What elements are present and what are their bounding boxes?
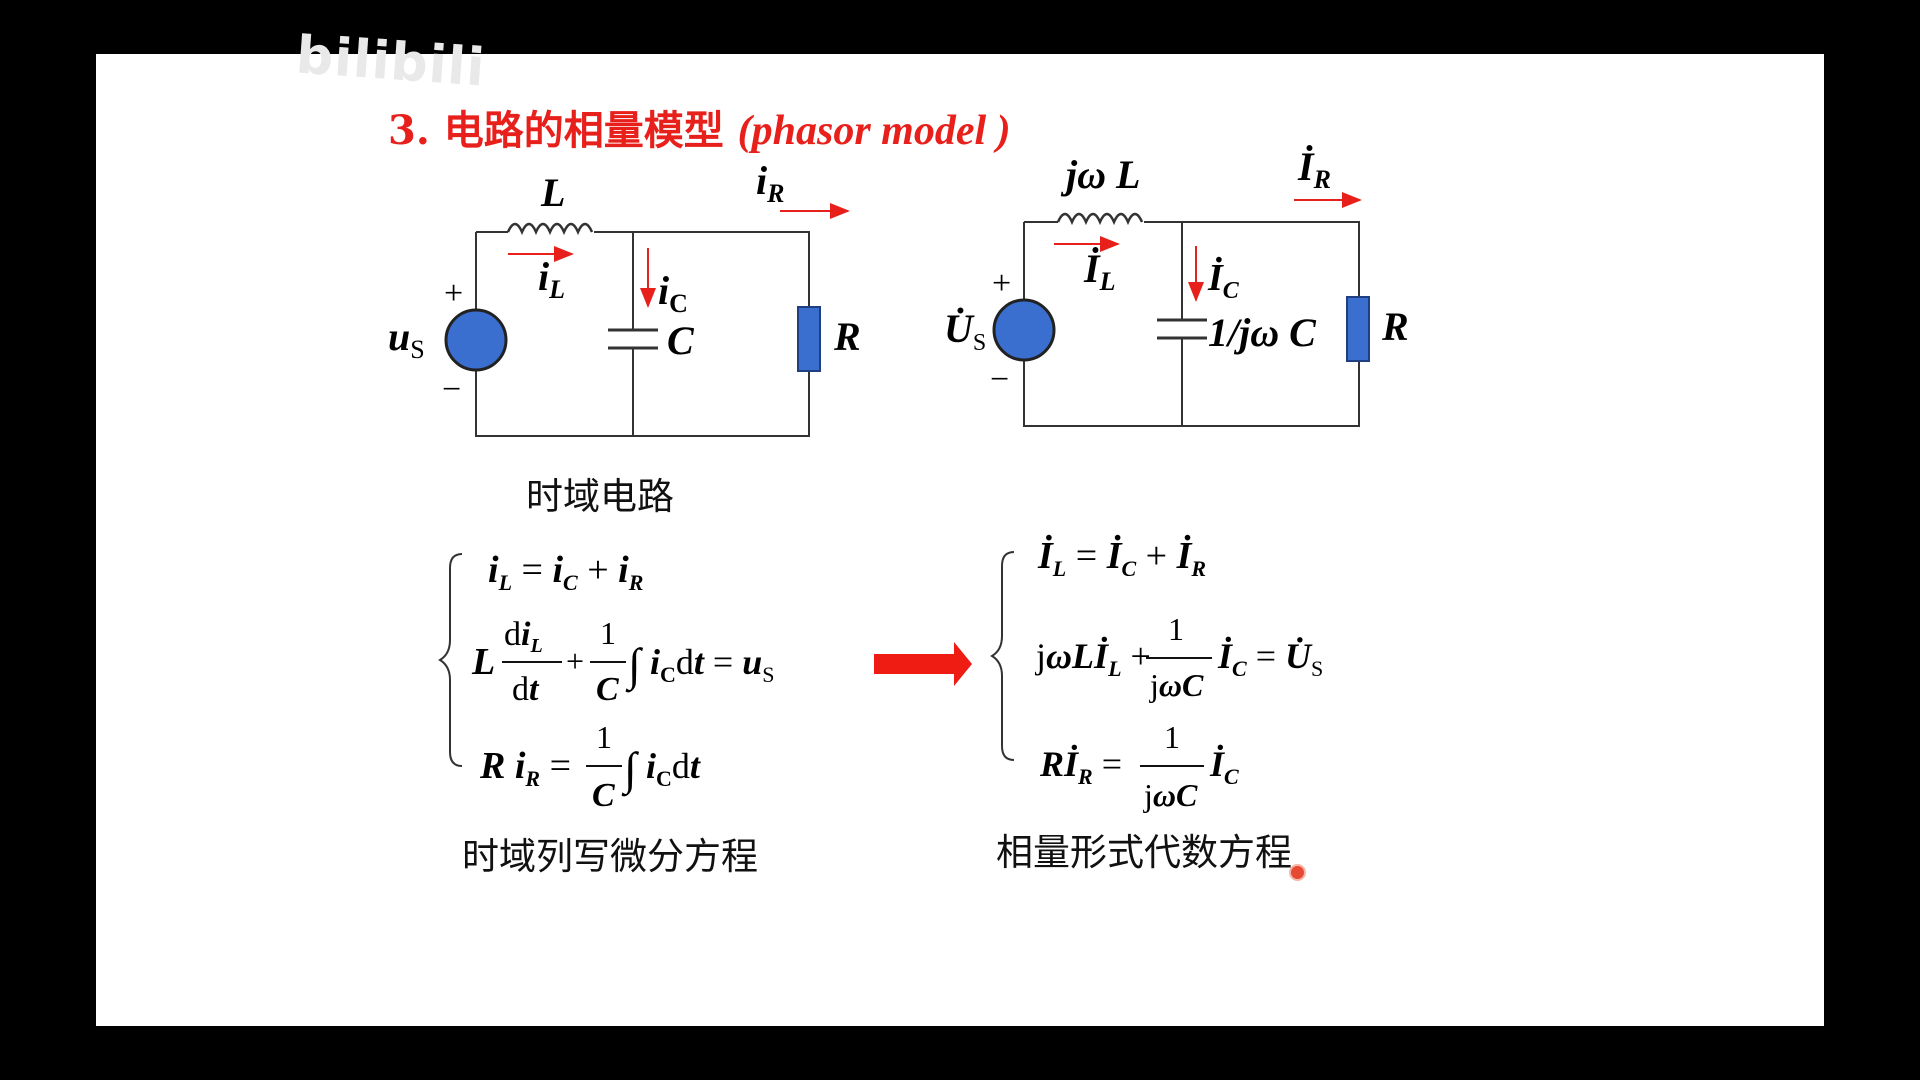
- right-minus-sign: −: [990, 361, 1009, 398]
- left-eq1: iL = iC + iR: [488, 549, 643, 595]
- left-source-label: uS: [388, 314, 425, 364]
- left-iC-label: iC: [658, 268, 688, 318]
- left-plus-sign: +: [444, 275, 463, 312]
- svg-text:1: 1: [1164, 719, 1180, 755]
- right-eq3: RİR =: [1039, 744, 1122, 789]
- svg-text:iCdt: iCdt: [646, 746, 701, 791]
- right-eq1: İL = İC + İR: [1037, 535, 1206, 581]
- title-number: 3.: [388, 107, 430, 154]
- time-domain-caption: 时域电路: [526, 475, 674, 518]
- svg-text:∫: ∫: [621, 743, 639, 797]
- phasor-equations: İL = İC + İR jωLİL + 1 jωC İC = U̇S RİR …: [990, 535, 1323, 813]
- svg-text:1: 1: [596, 719, 612, 755]
- svg-text:1: 1: [600, 615, 616, 651]
- cursor-pointer-icon: [1289, 864, 1306, 881]
- right-res-label: R: [1381, 304, 1409, 349]
- left-iR-label: iR: [756, 158, 784, 208]
- svg-text:+: +: [566, 643, 584, 679]
- right-cap-label: 1/jω C: [1208, 310, 1317, 355]
- left-wire-loop: [475, 231, 810, 437]
- right-brace-icon: [990, 551, 1015, 761]
- right-plus-sign: +: [992, 265, 1011, 302]
- right-IR-label: İR: [1297, 144, 1331, 194]
- right-eq2: jωLİL +: [1034, 636, 1151, 681]
- time-domain-circuit: [444, 222, 821, 437]
- left-source-icon: [444, 308, 508, 372]
- left-inductor-label: L: [540, 170, 565, 215]
- title-en: (phasor model ): [737, 108, 1011, 154]
- svg-text:C: C: [592, 777, 615, 814]
- slide: bilibili 3. 电路的相量模型 (phasor model ): [96, 25, 1824, 1026]
- right-inductor-label: jω L: [1060, 152, 1140, 197]
- svg-text:İC: İC: [1209, 744, 1239, 789]
- svg-text:jωC: jωC: [1143, 777, 1198, 813]
- svg-text:diL: diL: [504, 616, 543, 657]
- right-resistor-icon: [1346, 296, 1370, 362]
- left-resistor-icon: [797, 306, 821, 372]
- right-IC-label: İC: [1207, 257, 1240, 304]
- left-eq2: L: [471, 641, 495, 683]
- svg-text:İC = U̇S: İC = U̇S: [1217, 636, 1323, 681]
- slide-title: 3. 电路的相量模型 (phasor model ): [388, 110, 1011, 152]
- title-zh: 电路的相量模型: [443, 107, 724, 154]
- algebraic-eq-caption: 相量形式代数方程: [996, 831, 1292, 874]
- left-minus-sign: −: [442, 371, 461, 408]
- time-domain-equations: iL = iC + iR L diL dt + 1 C ∫ iCdt = uS …: [438, 549, 775, 814]
- left-eq3: R iR =: [479, 745, 571, 791]
- left-brace-icon: [438, 553, 463, 767]
- right-inductor-icon: [1056, 212, 1144, 226]
- svg-text:iCdt = uS: iCdt = uS: [650, 642, 775, 687]
- svg-text:1: 1: [1168, 611, 1184, 647]
- differential-eq-caption: 时域列写微分方程: [462, 835, 758, 878]
- svg-text:∫: ∫: [625, 639, 643, 693]
- svg-text:C: C: [596, 671, 619, 708]
- svg-text:jωC: jωC: [1149, 667, 1204, 703]
- left-res-label: R: [833, 314, 861, 359]
- left-iL-label: iL: [538, 254, 565, 304]
- svg-text:dt: dt: [512, 671, 540, 708]
- right-source-icon: [992, 298, 1056, 362]
- left-inductor-icon: [506, 222, 594, 236]
- left-cap-label: C: [667, 318, 695, 363]
- phasor-circuit: [992, 212, 1370, 427]
- right-source-label: U̇S: [944, 306, 986, 356]
- circuit-diagrams: L iL iC C iR R uS + − jω L İL İC 1/jω C …: [388, 144, 1409, 814]
- transform-arrow-icon: [874, 642, 972, 686]
- right-IL-label: İL: [1083, 246, 1115, 296]
